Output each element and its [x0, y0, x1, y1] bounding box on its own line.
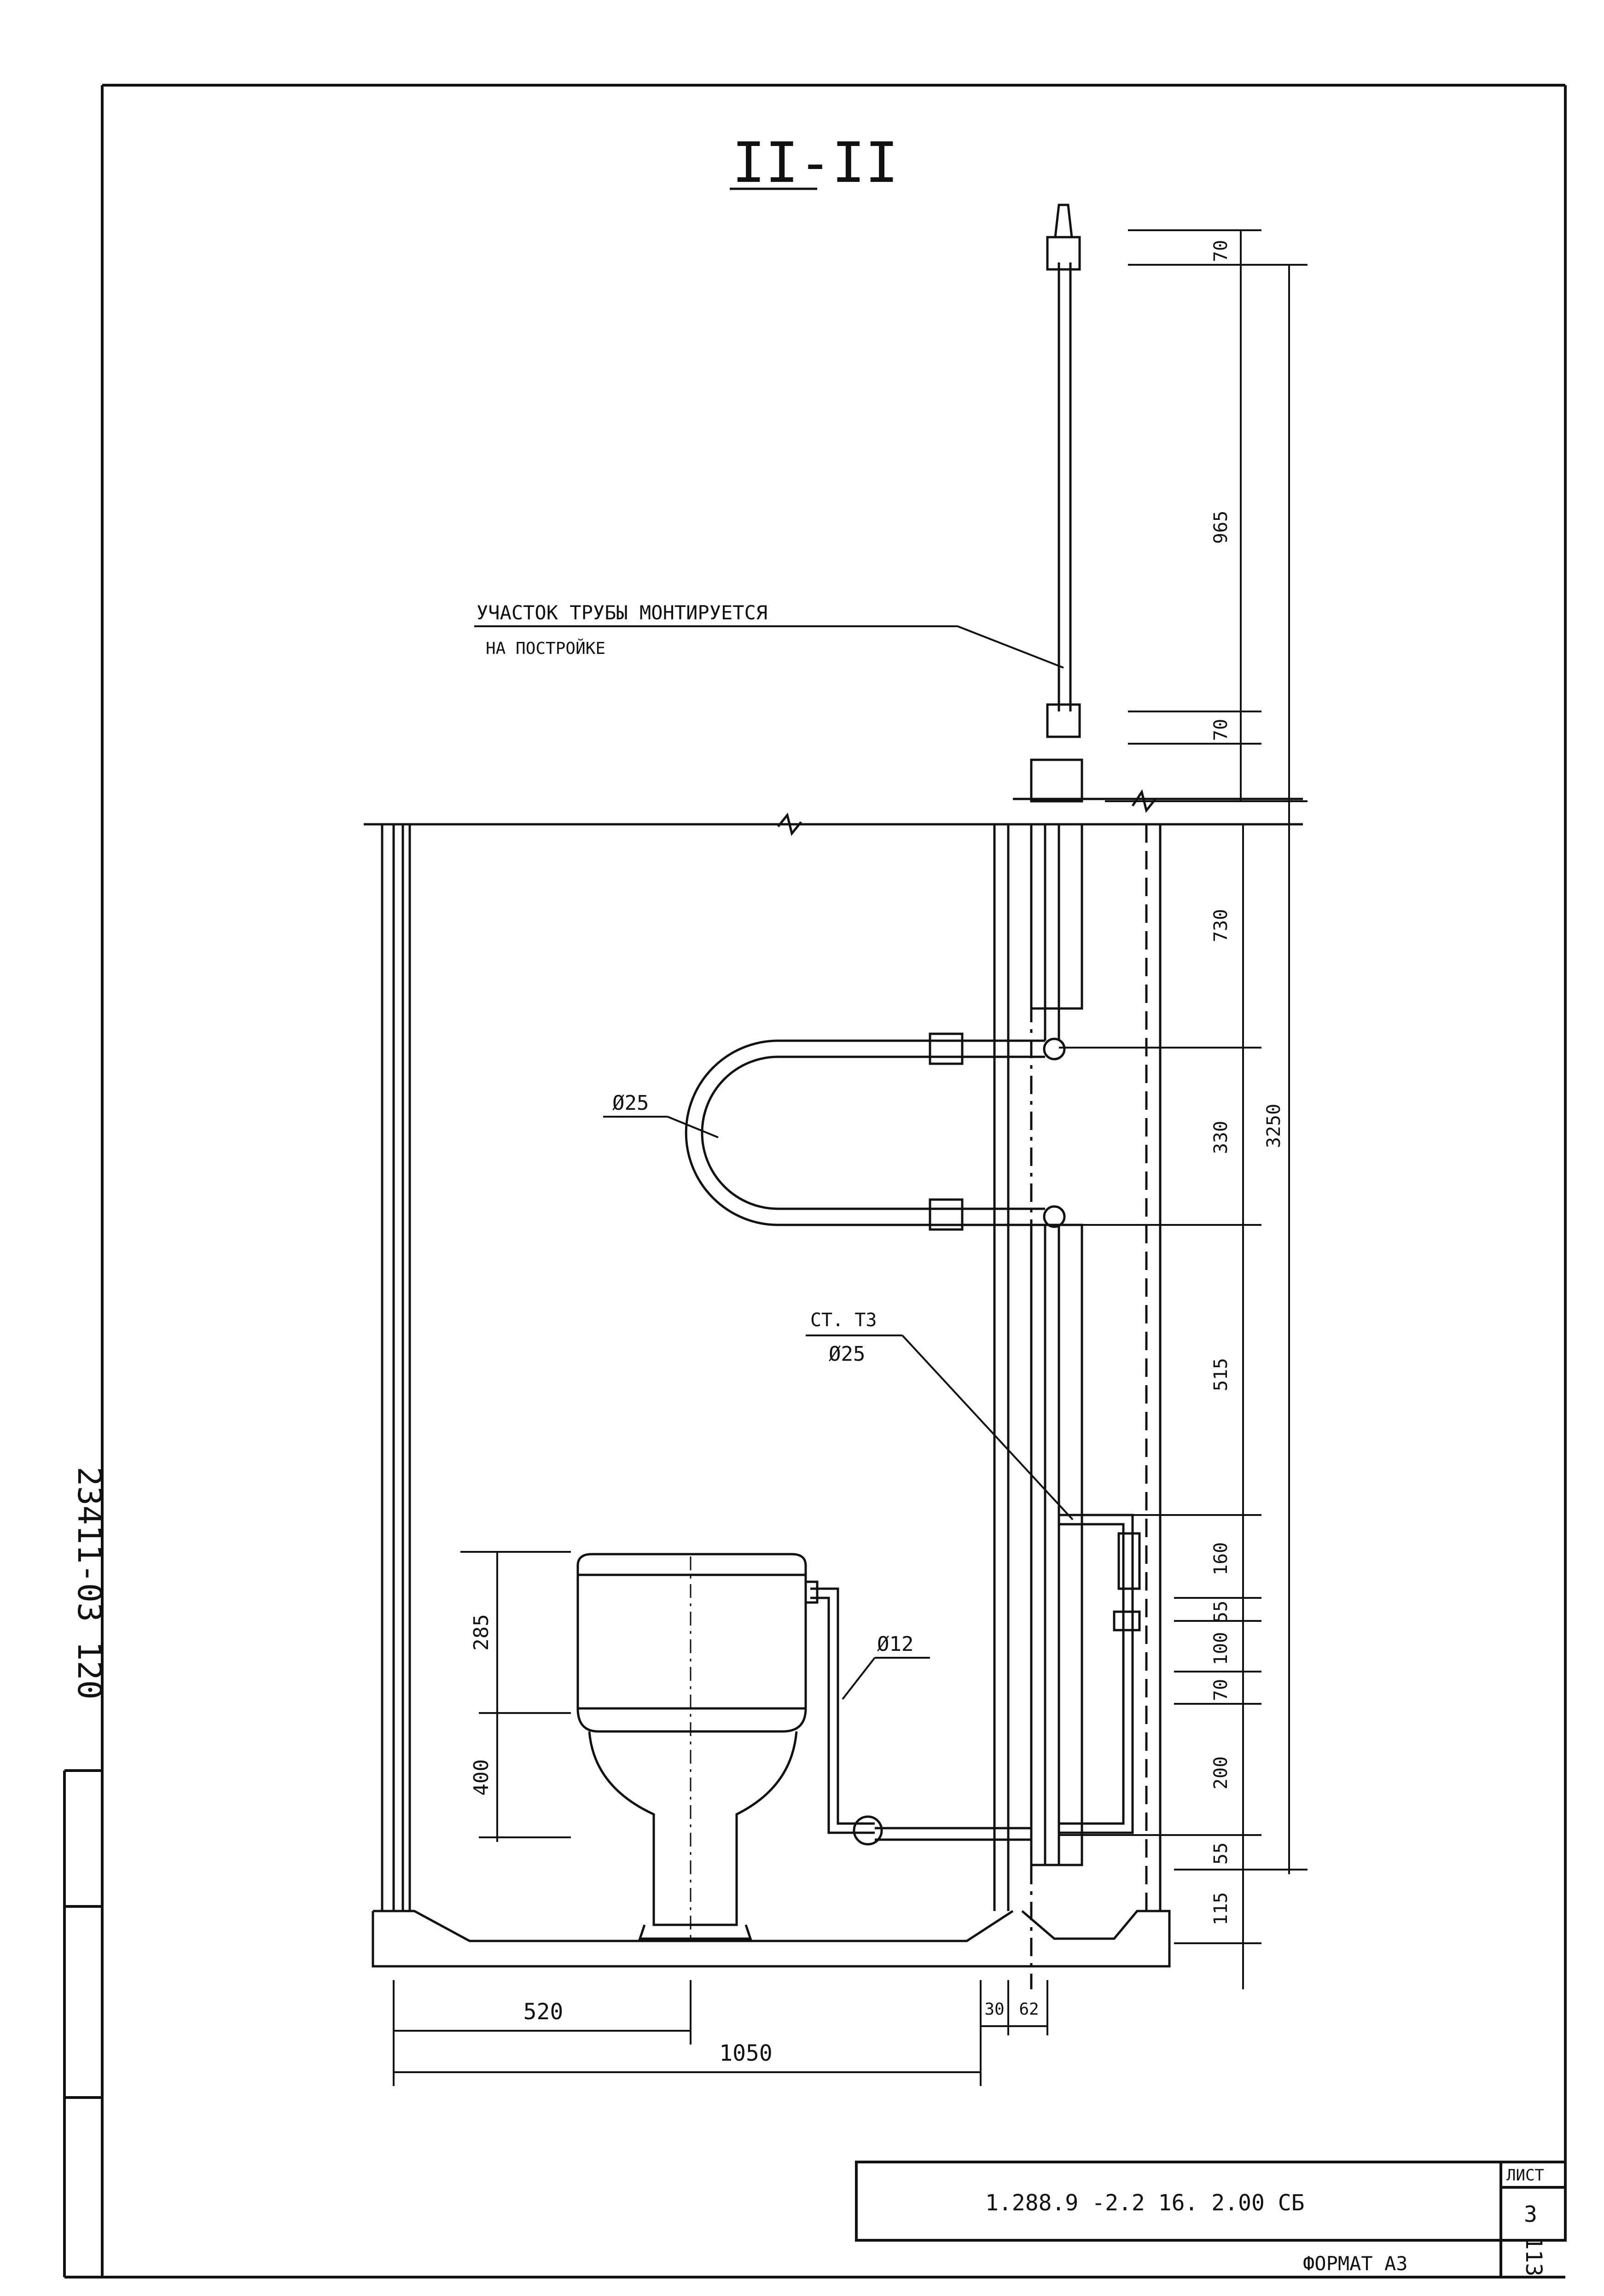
margin-stamp-table [63, 1769, 102, 2277]
label-u-bend-diameter: Ø25 [603, 1091, 719, 1138]
u-bend-diameter-text: Ø25 [612, 1091, 649, 1115]
dim-30: 30 [984, 2000, 1004, 2019]
dim-285: 285 [470, 1614, 493, 1650]
dim-62: 62 [1019, 2000, 1039, 2019]
st-diameter-text: Ø25 [829, 1342, 865, 1366]
riser-sleeve [1030, 823, 1083, 1041]
page-number: 113 [1521, 2237, 1546, 2277]
dim-115: 115 [1210, 1892, 1232, 1925]
dim-730: 730 [1210, 909, 1232, 942]
label-st-t3: СТ. Т3 Ø25 [806, 1310, 1074, 1521]
riser-pipe-upper [1030, 204, 1083, 803]
dimension-chain-right [1059, 229, 1308, 1989]
sheet-frame [64, 84, 1567, 2279]
dim-160: 160 [1210, 1542, 1232, 1575]
dim-70-top: 70 [1210, 240, 1232, 262]
dim-400: 400 [470, 1759, 493, 1795]
dim-515: 515 [1210, 1358, 1232, 1391]
right-dimension-labels: 70 965 70 730 330 515 160 55 100 70 200 … [1210, 240, 1284, 1925]
annotation-line-1: УЧАСТОК ТРУБЫ МОНТИРУЕТСЯ [477, 601, 767, 624]
drawing-designation: 1.288.9 -2.2 16. 2.00 СБ [985, 2190, 1305, 2216]
cistern-supply-pipe [804, 1580, 1031, 1846]
dim-55-a: 55 [1210, 1601, 1232, 1623]
st-material-text: СТ. Т3 [810, 1310, 877, 1331]
sheet-number: 3 [1524, 2202, 1537, 2227]
dim-3250-total: 3250 [1263, 1104, 1284, 1148]
sheet-label: ЛИСТ [1506, 2166, 1544, 2185]
u-bend-pipe [685, 1032, 1066, 1231]
dimension-chain-bottom [393, 1980, 1048, 2086]
dim-965: 965 [1210, 511, 1232, 544]
cistern-pipe-text: Ø12 [877, 1632, 913, 1656]
section-label: II-II [732, 131, 898, 195]
dim-200: 200 [1210, 1756, 1232, 1789]
dim-520: 520 [523, 1999, 564, 2025]
dim-100: 100 [1210, 1632, 1232, 1665]
dimension-chain-toilet [460, 1551, 571, 1842]
label-cistern-pipe: Ø12 [842, 1632, 930, 1700]
bypass-pipe [1059, 1514, 1141, 1834]
riser-pipe-lower [1030, 1224, 1083, 1866]
dim-1050: 1050 [719, 2040, 773, 2066]
annotation-line-2: НА ПОСТРОЙКЕ [486, 639, 605, 658]
right-partition-wall [993, 824, 1162, 1989]
title-block [855, 2161, 1567, 2277]
format-label: ФОРМАТ А3 [1303, 2252, 1408, 2275]
floor-slab [364, 798, 1303, 1968]
dim-70-lower: 70 [1210, 719, 1232, 741]
left-wall [381, 824, 411, 1911]
annotation-pipe-on-site: УЧАСТОК ТРУБЫ МОНТИРУЕТСЯ НА ПОСТРОЙКЕ [474, 601, 1064, 669]
dim-70-b: 70 [1210, 1679, 1232, 1701]
dim-330: 330 [1210, 1121, 1232, 1154]
dim-55-b: 55 [1210, 1842, 1232, 1865]
side-stamp-text: 23411-03 120 [70, 1467, 108, 1700]
toilet [576, 1553, 807, 1940]
